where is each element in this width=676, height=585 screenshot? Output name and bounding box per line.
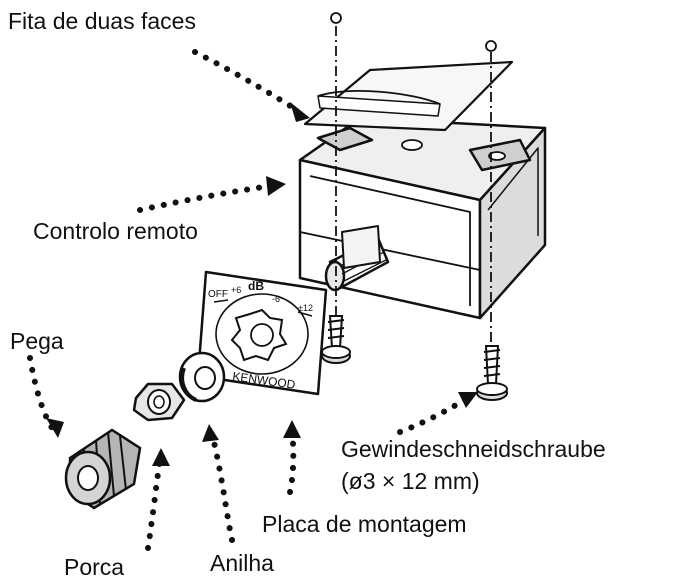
- remote-control-body: [298, 116, 547, 320]
- arrow-nut: [145, 455, 163, 551]
- arrow-handle: [27, 355, 55, 431]
- screw-guide-lines: [335, 26, 492, 380]
- label-handle: Pega: [10, 328, 64, 354]
- label-screw-size: (ø3 × 12 mm): [341, 468, 480, 494]
- label-tapping-screw: Gewindeschneidschraube: [341, 436, 606, 462]
- knob-handle: [64, 428, 142, 510]
- tapping-screw-left: [321, 315, 351, 364]
- mounting-plate: OFF +6 dB -6 ±12 KENWOOD: [196, 270, 328, 396]
- plate-mark-plus6: +6: [231, 285, 241, 295]
- arrow-washer: [209, 431, 235, 543]
- washer: [178, 351, 226, 403]
- arrow-plate: [287, 427, 297, 495]
- label-mounting-plate: Placa de montagem: [262, 511, 467, 537]
- tapping-screw-right: [476, 345, 508, 401]
- hex-nut: [132, 382, 186, 422]
- label-washer: Anilha: [210, 550, 274, 576]
- plate-mark-off: OFF: [208, 289, 228, 300]
- leader-arrows: [27, 49, 471, 551]
- plate-mark-12: ±12: [298, 303, 313, 313]
- double-sided-tape: [303, 60, 514, 132]
- arrow-tape: [192, 49, 303, 115]
- label-nut: Porca: [64, 554, 125, 580]
- arrow-heads: [46, 102, 478, 466]
- label-remote-control: Controlo remoto: [33, 218, 198, 244]
- arrow-remote: [137, 183, 273, 213]
- plate-mark-db: dB: [248, 279, 264, 293]
- plate-mark-minus6: -6: [272, 294, 280, 304]
- arrow-screw: [397, 395, 471, 435]
- label-double-sided-tape: Fita de duas faces: [8, 8, 196, 34]
